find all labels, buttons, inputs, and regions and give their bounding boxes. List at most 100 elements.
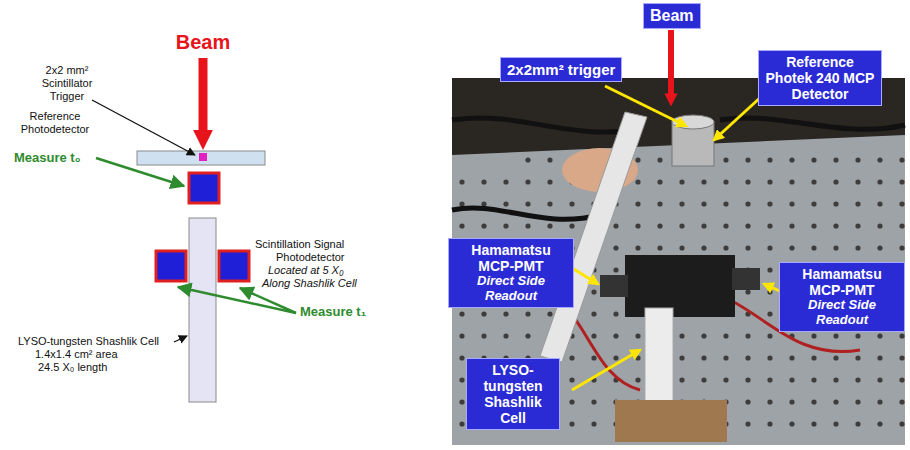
table-hole: [833, 201, 838, 206]
part-label: Reference: [30, 110, 81, 123]
pmt-callout: Hamamatsu MCP-PMTDirect Side Readout: [779, 262, 905, 332]
photodetector: [189, 173, 219, 203]
table-hole: [877, 421, 882, 426]
table-hole: [679, 223, 684, 228]
table-hole: [767, 289, 772, 294]
table-hole: [459, 179, 464, 184]
table-hole: [459, 311, 464, 316]
table-hole: [481, 179, 486, 184]
table-hole: [767, 201, 772, 206]
table-hole: [877, 157, 882, 162]
table-hole: [855, 223, 860, 228]
pmt-callout: Hamamatsu MCP-PMTDirect Side Readout: [448, 238, 574, 308]
table-hole: [459, 399, 464, 404]
mcp-pmt: [600, 275, 628, 297]
table-hole: [855, 421, 860, 426]
table-hole: [767, 267, 772, 272]
beam-arrow: [199, 58, 208, 140]
table-hole: [745, 245, 750, 250]
table-hole: [635, 179, 640, 184]
table-hole: [503, 333, 508, 338]
table-hole: [855, 245, 860, 250]
table-hole: [613, 267, 618, 272]
table-hole: [459, 223, 464, 228]
table-hole: [899, 245, 904, 250]
callout-title: Hamamatsu MCP-PMT: [455, 242, 567, 274]
note-label: Along Shashlik Cell: [262, 277, 357, 290]
table-hole: [613, 355, 618, 360]
table-hole: [635, 245, 640, 250]
table-hole: [745, 355, 750, 360]
callout-arrow: [714, 96, 762, 140]
table-hole: [833, 421, 838, 426]
table-hole: [789, 179, 794, 184]
table-hole: [877, 223, 882, 228]
leader-arrow: [178, 287, 296, 313]
cell-callout: LYSO-tungsten Shashlik Cell: [466, 358, 560, 430]
table-hole: [877, 377, 882, 382]
shashlik-cell: [189, 218, 216, 402]
table-hole: [569, 355, 574, 360]
table-hole: [789, 223, 794, 228]
table-hole: [679, 377, 684, 382]
table-hole: [877, 399, 882, 404]
table-hole: [877, 333, 882, 338]
table-hole: [811, 201, 816, 206]
table-hole: [569, 377, 574, 382]
table-hole: [767, 377, 772, 382]
measure-label: Measure t₀: [14, 150, 81, 166]
table-hole: [745, 333, 750, 338]
table-hole: [613, 245, 618, 250]
table-hole: [657, 179, 662, 184]
table-hole: [657, 245, 662, 250]
note-label: Located at 5 X₀: [268, 264, 344, 277]
table-hole: [679, 333, 684, 338]
table-hole: [701, 201, 706, 206]
beam-callout: Beam: [643, 3, 701, 29]
table-hole: [459, 377, 464, 382]
table-hole: [635, 201, 640, 206]
table-hole: [723, 355, 728, 360]
table-hole: [635, 223, 640, 228]
photodetector: [156, 251, 186, 281]
table-hole: [855, 179, 860, 184]
callout-title: Hamamatsu MCP-PMT: [786, 266, 898, 298]
table-hole: [811, 399, 816, 404]
table-hole: [789, 245, 794, 250]
table-hole: [767, 223, 772, 228]
dimension-label: 24.5 X₀ length: [38, 361, 107, 374]
table-hole: [591, 333, 596, 338]
measure-label: Measure t₁: [300, 304, 366, 320]
table-hole: [657, 201, 662, 206]
trigger-bar: [137, 151, 265, 165]
table-hole: [877, 179, 882, 184]
table-hole: [723, 377, 728, 382]
table-hole: [481, 333, 486, 338]
table-hole: [569, 399, 574, 404]
callout-title: 2x2mm² trigger: [507, 61, 615, 78]
leader-arrow: [96, 158, 184, 186]
table-hole: [745, 157, 750, 162]
table-hole: [899, 399, 904, 404]
table-hole: [635, 355, 640, 360]
table-hole: [701, 377, 706, 382]
table-hole: [789, 421, 794, 426]
table-hole: [855, 377, 860, 382]
table-hole: [679, 201, 684, 206]
table-hole: [767, 311, 772, 316]
table-hole: [767, 179, 772, 184]
table-hole: [833, 157, 838, 162]
table-hole: [723, 333, 728, 338]
table-hole: [833, 223, 838, 228]
part-label: Trigger: [50, 90, 84, 103]
table-hole: [723, 245, 728, 250]
table-hole: [789, 377, 794, 382]
table-hole: [481, 223, 486, 228]
leader-line: [174, 336, 187, 342]
table-hole: [503, 201, 508, 206]
table-hole: [811, 157, 816, 162]
beam-label: Beam: [176, 30, 230, 54]
trigger-square: [199, 153, 207, 161]
table-hole: [745, 201, 750, 206]
